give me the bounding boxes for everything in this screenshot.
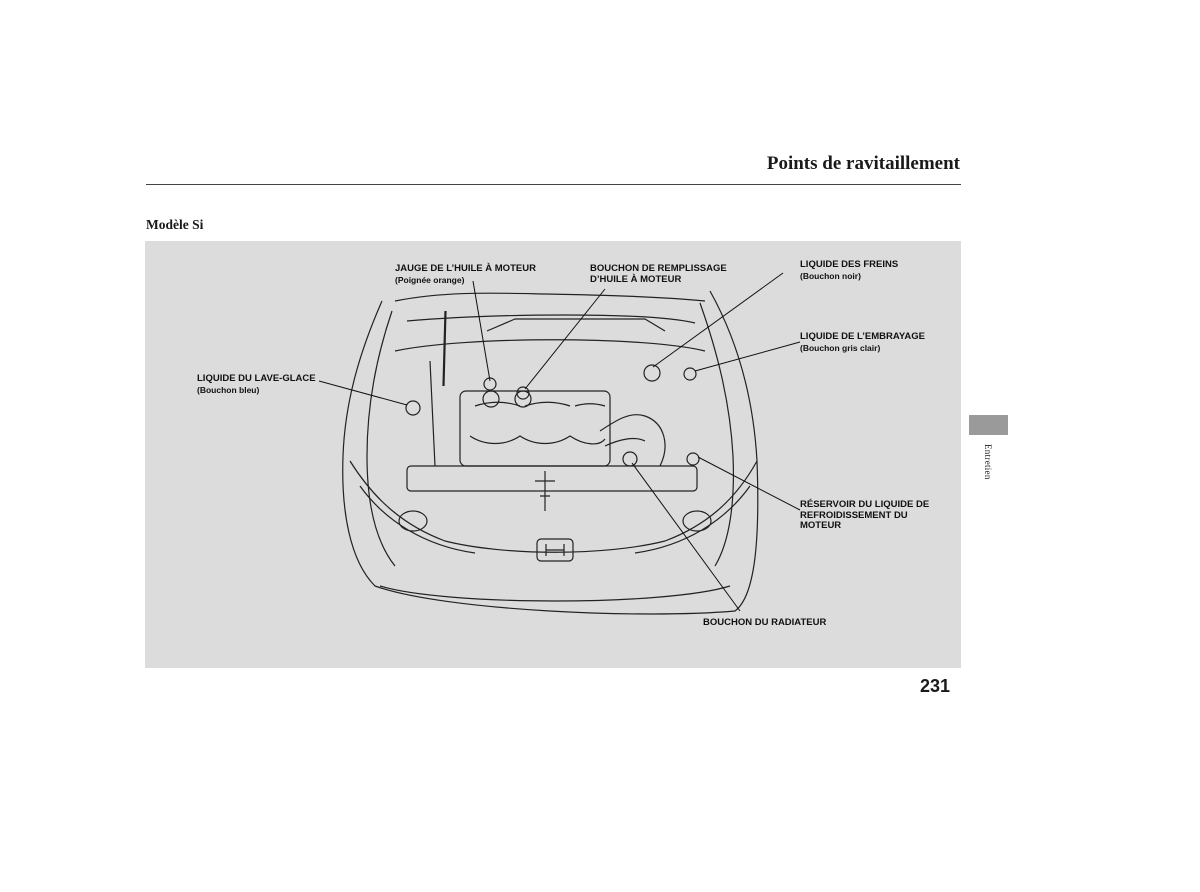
callout-clutch-fluid-note: (Bouchon gris clair) (800, 342, 881, 353)
callout-coolant-reservoir-line2: REFROIDISSEMENT DU (800, 509, 908, 521)
callout-washer-fluid: LIQUIDE DU LAVE-GLACE (Bouchon bleu) (197, 373, 316, 395)
callout-brake-fluid-note: (Bouchon noir) (800, 270, 861, 281)
page-title: Points de ravitaillement (766, 153, 960, 174)
title-rule (146, 184, 961, 185)
callout-oil-dipstick-note: (Poignée orange) (395, 274, 465, 285)
callout-oil-filler-line1: BOUCHON DE REMPLISSAGE (590, 263, 727, 274)
section-tab-label: Entretien (983, 444, 993, 480)
section-label: Modèle Si (146, 217, 204, 232)
callout-clutch-fluid: LIQUIDE DE L’EMBRAYAGE (Bouchon gris cla… (800, 331, 925, 353)
engine-bay-illustration (318, 272, 801, 615)
section-tab (969, 415, 1008, 435)
callout-brake-fluid-label: LIQUIDE DES FREINS (800, 259, 899, 270)
callout-coolant-reservoir-line1: RÉSERVOIR DU LIQUIDE DE (800, 499, 930, 510)
callout-radiator-cap-label: BOUCHON DU RADIATEUR (703, 617, 827, 628)
callout-clutch-fluid-label: LIQUIDE DE L’EMBRAYAGE (800, 331, 925, 342)
callout-oil-filler-line2: D’HUILE À MOTEUR (590, 273, 682, 285)
callout-radiator-cap: BOUCHON DU RADIATEUR (703, 617, 827, 629)
page-number: 231 (920, 676, 951, 696)
callout-oil-filler: BOUCHON DE REMPLISSAGE D’HUILE À MOTEUR (590, 263, 727, 285)
callout-washer-fluid-label: LIQUIDE DU LAVE-GLACE (197, 373, 316, 384)
callout-oil-dipstick: JAUGE DE L’HUILE À MOTEUR (Poignée orang… (395, 263, 536, 285)
engine-bay-figure: JAUGE DE L’HUILE À MOTEUR (Poignée orang… (145, 241, 961, 668)
callout-oil-dipstick-label: JAUGE DE L’HUILE À MOTEUR (395, 263, 536, 274)
callout-brake-fluid: LIQUIDE DES FREINS (Bouchon noir) (800, 259, 899, 281)
callout-washer-fluid-note: (Bouchon bleu) (197, 384, 260, 395)
callout-coolant-reservoir: RÉSERVOIR DU LIQUIDE DE REFROIDISSEMENT … (800, 499, 930, 532)
callout-coolant-reservoir-line3: MOTEUR (800, 520, 842, 531)
